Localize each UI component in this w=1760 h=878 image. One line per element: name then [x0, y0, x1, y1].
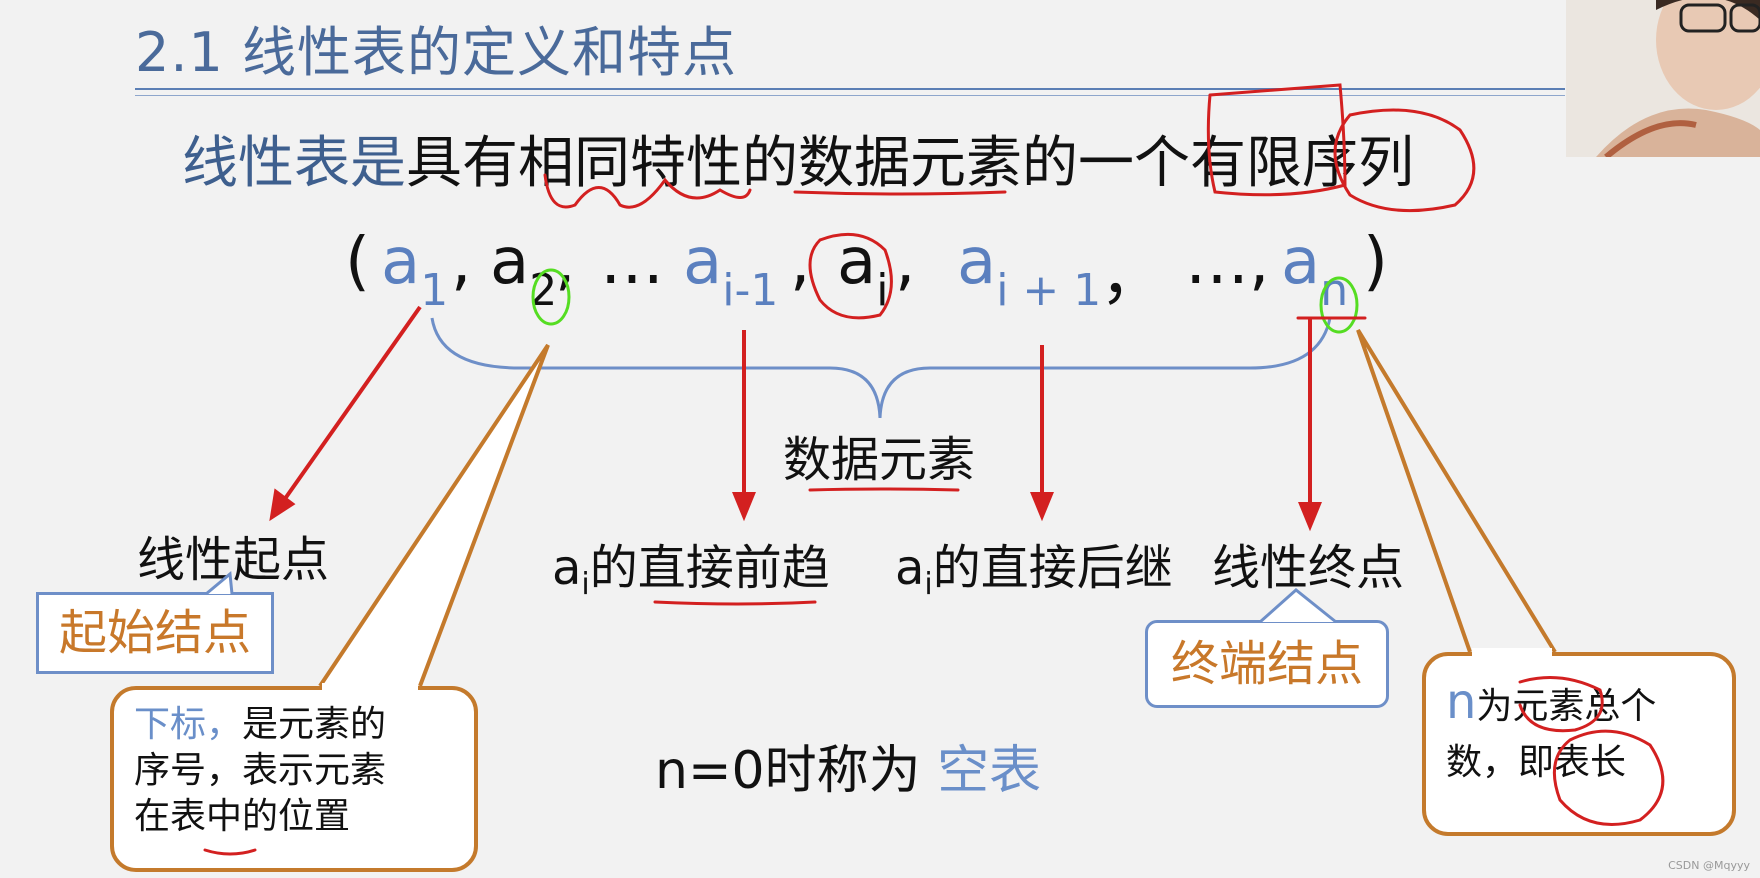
comma-4: , [895, 225, 916, 299]
watermark: CSDN @Mqyyy [1668, 859, 1750, 872]
length-callout: n为元素总个 数，即表长 [1422, 652, 1736, 836]
end-node-callout: 终端结点 [1145, 620, 1389, 708]
underline-predecessor [653, 600, 817, 606]
title-divider-thin [135, 95, 1565, 96]
data-element-label: 数据元素 [783, 432, 976, 488]
webcam-video[interactable] [1566, 0, 1760, 157]
linear-start-label: 线性起点 [137, 532, 330, 588]
arrow-head-end [1298, 502, 1322, 532]
definition-subject: 线性表是 [182, 131, 406, 196]
arrow-head-predecessor [732, 492, 756, 522]
comma-3: , [790, 225, 811, 299]
paren-open: ( [345, 225, 370, 299]
definition-sentence: 线性表是具有相同特性的数据元素的一个有限序列 [182, 118, 1414, 199]
empty-table-label: n=0时称为 空表 [655, 741, 1042, 801]
arrow-to-start [280, 305, 422, 505]
arrow-head-start [269, 488, 296, 522]
definition-predicate: 具有相同特性的数据元素的一个有限序列 [406, 131, 1414, 196]
paren-close: ) [1363, 225, 1388, 299]
ellipsis-2: …, [1185, 225, 1270, 299]
length-callout-tail [1356, 328, 1557, 654]
direct-predecessor-label: ai的直接前趋 [552, 540, 830, 602]
comma-5: ， [1100, 240, 1164, 314]
subscript-callout: 下标，是元素的 序号，表示元素 在表中的位置 [110, 686, 478, 872]
element-ai-plus-1: ai + 1 [957, 225, 1102, 316]
comma-1: , [451, 225, 472, 299]
element-a1: a1 [381, 225, 449, 316]
element-ai: ai [837, 225, 889, 316]
linear-end-label: 线性终点 [1212, 540, 1405, 596]
arrow-head-successor [1030, 492, 1054, 522]
brace-shape [430, 317, 1332, 419]
title-divider [135, 88, 1565, 90]
subscript-callout-tail [318, 343, 550, 688]
presenter-avatar [1566, 0, 1760, 157]
element-an: an [1281, 225, 1349, 316]
ellipsis-1: … [600, 225, 664, 299]
start-node-callout: 起始结点 [36, 592, 274, 674]
element-ai-minus-1: ai-1 [683, 225, 779, 316]
direct-successor-label: ai的直接后继 [895, 540, 1173, 602]
element-a2: a2 [490, 225, 558, 316]
comma-2: , [555, 225, 576, 299]
slide-title: 2.1 线性表的定义和特点 [135, 21, 738, 84]
